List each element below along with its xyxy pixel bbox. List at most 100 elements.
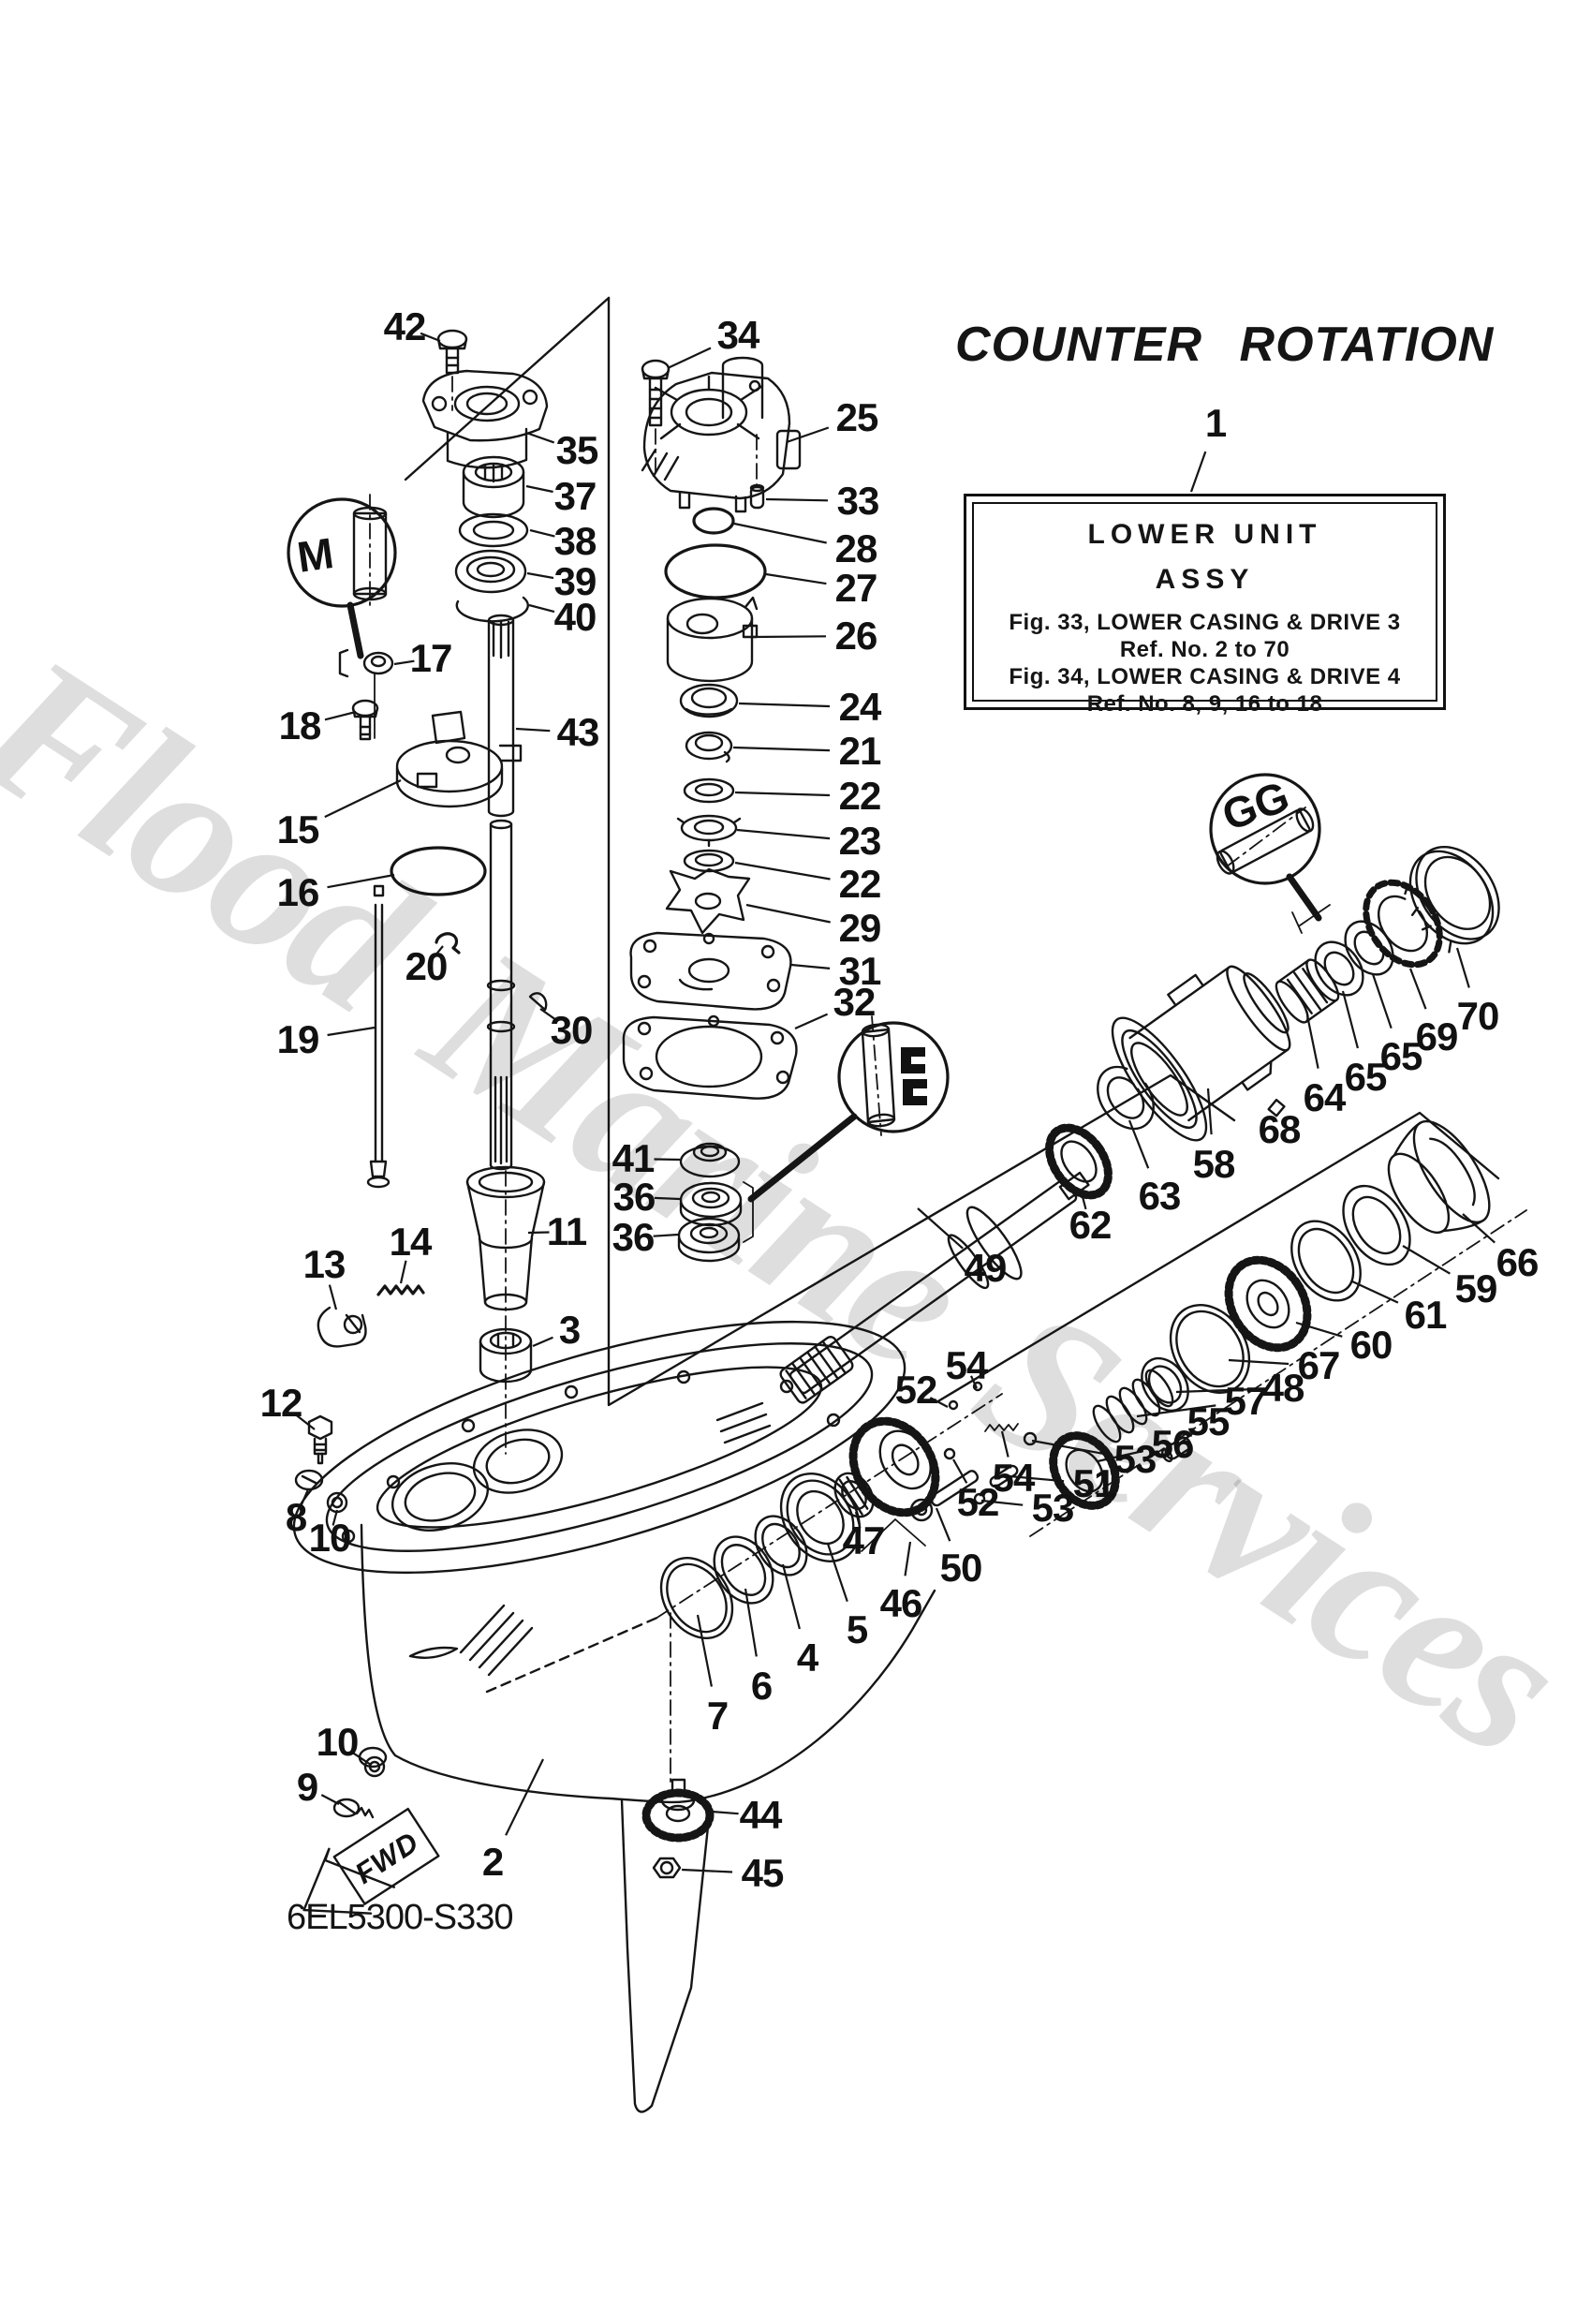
part-callout-33: 33 [836, 479, 880, 523]
part-callout-1: 1 [1204, 401, 1227, 445]
insert-cartridge-26 [666, 596, 759, 683]
part-callout-41: 41 [612, 1136, 656, 1180]
part-callout-25: 25 [835, 395, 879, 439]
washer-38 [458, 512, 529, 548]
detail-inset-middle [747, 1021, 950, 1203]
part-callout-65: 65 [1379, 1034, 1423, 1078]
part-callout-8: 8 [285, 1495, 307, 1539]
washer-23 [676, 814, 742, 848]
part-callout-14: 14 [389, 1220, 433, 1264]
part-callout-10: 10 [308, 1516, 352, 1560]
part-callout-20: 20 [405, 944, 449, 988]
washer-61 [1290, 1220, 1362, 1302]
part-callout-18: 18 [278, 703, 322, 748]
drive-shaft-43 [486, 614, 516, 1171]
part-callout-53: 53 [1031, 1486, 1075, 1530]
part-callout-23: 23 [838, 819, 882, 863]
part-callout-42: 42 [383, 304, 427, 348]
washer-22a [683, 777, 735, 804]
part-callout-52: 52 [956, 1480, 1000, 1524]
pin-33 [749, 483, 765, 510]
part-callout-27: 27 [834, 566, 878, 610]
clip-symbol-icon [903, 1079, 927, 1105]
part-callout-47: 47 [842, 1518, 886, 1562]
bracket-36 [743, 1181, 754, 1243]
bolt-34 [641, 359, 671, 427]
part-callout-3: 3 [558, 1308, 581, 1352]
part-callout-12: 12 [259, 1381, 303, 1425]
assy-fig34-row: Fig. 34, LOWER CASING & DRIVE 4 [1009, 664, 1401, 689]
part-callout-11: 11 [546, 1209, 587, 1253]
lower-unit-assy-box-inner: LOWER UNIT ASSY Fig. 33, LOWER CASING & … [972, 502, 1437, 717]
part-callout-67: 67 [1297, 1343, 1341, 1387]
part-callout-54: 54 [945, 1343, 989, 1387]
ring-40 [455, 596, 529, 623]
group-frame-lines [404, 296, 1500, 1407]
assy-fig34-ref-row: Ref. No. 8, 9, 16 to 18 [1086, 691, 1323, 717]
part-callout-9: 9 [296, 1765, 318, 1809]
part-callout-37: 37 [553, 474, 597, 518]
seal-6 [713, 1535, 774, 1605]
part-callout-13: 13 [302, 1242, 346, 1286]
pin-68 [1267, 1098, 1286, 1118]
bearing-37 [462, 455, 525, 519]
spring-54 [984, 1423, 1019, 1432]
pin-51 [989, 1464, 1019, 1488]
part-callout-38: 38 [553, 519, 597, 563]
part-callout-36: 36 [612, 1215, 656, 1259]
part-callout-66: 66 [1496, 1240, 1540, 1284]
nut-17 [338, 648, 394, 678]
part-callout-16: 16 [276, 870, 320, 914]
bracket-46-47 [861, 1518, 926, 1552]
hose-13 [317, 1306, 367, 1348]
detail-inset-left: M [287, 497, 397, 659]
part-callout-68: 68 [1258, 1107, 1302, 1151]
part-callout-48: 48 [1261, 1366, 1305, 1410]
part-callout-69: 69 [1415, 1014, 1459, 1058]
bushing-3 [479, 1327, 533, 1384]
shim-67 [1169, 1304, 1251, 1394]
part-callout-43: 43 [556, 710, 600, 754]
washer-41 [679, 1142, 741, 1178]
part-callout-61: 61 [1404, 1293, 1448, 1337]
part-callout-45: 45 [741, 1851, 785, 1895]
ring-nut-70 [1404, 845, 1500, 954]
part-callout-7: 7 [706, 1694, 729, 1738]
part-callout-55: 55 [1186, 1399, 1231, 1443]
reverse-gear-60 [1224, 1255, 1312, 1353]
clutch-dog-56 [1049, 1431, 1120, 1510]
oring-16 [390, 846, 487, 896]
part-callout-34: 34 [716, 313, 760, 357]
pin-55 [1160, 1436, 1192, 1463]
lower-unit-assy-box: LOWER UNIT ASSY Fig. 33, LOWER CASING & … [964, 494, 1446, 717]
part-callout-70: 70 [1456, 994, 1500, 1038]
gasket-32 [622, 1014, 798, 1100]
part-callout-28: 28 [834, 526, 878, 570]
part-callout-52: 52 [894, 1368, 938, 1412]
part-callout-58: 58 [1192, 1142, 1236, 1186]
bearing-36b [677, 1217, 741, 1263]
pin-clip-icon: M [294, 528, 336, 582]
pinion-gear-62 [1045, 1123, 1113, 1200]
pump-plate-31 [629, 931, 792, 1011]
forward-gear-46 [848, 1416, 940, 1517]
part-callout-39: 39 [553, 559, 597, 603]
assy-fig33-ref-row: Ref. No. 2 to 70 [1119, 637, 1290, 662]
part-callout-30: 30 [550, 1008, 594, 1052]
water-pump-housing-25 [641, 356, 802, 513]
part-callout-6: 6 [750, 1664, 773, 1708]
shift-hardware [943, 1381, 1038, 1505]
part-callout-57: 57 [1224, 1379, 1268, 1423]
fitting-12 [307, 1414, 333, 1465]
seal-59 [1342, 1184, 1411, 1266]
washer-10b [363, 1755, 386, 1778]
part-callout-60: 60 [1349, 1323, 1393, 1367]
drawing-code: 6EL5300-S330 [287, 1898, 514, 1937]
spacer-4 [754, 1515, 808, 1576]
spring-57 [1092, 1369, 1174, 1443]
part-callout-26: 26 [834, 614, 878, 658]
part-callout-65: 65 [1344, 1055, 1388, 1099]
housing-66 [1387, 1119, 1491, 1235]
part-callout-35: 35 [555, 428, 599, 472]
